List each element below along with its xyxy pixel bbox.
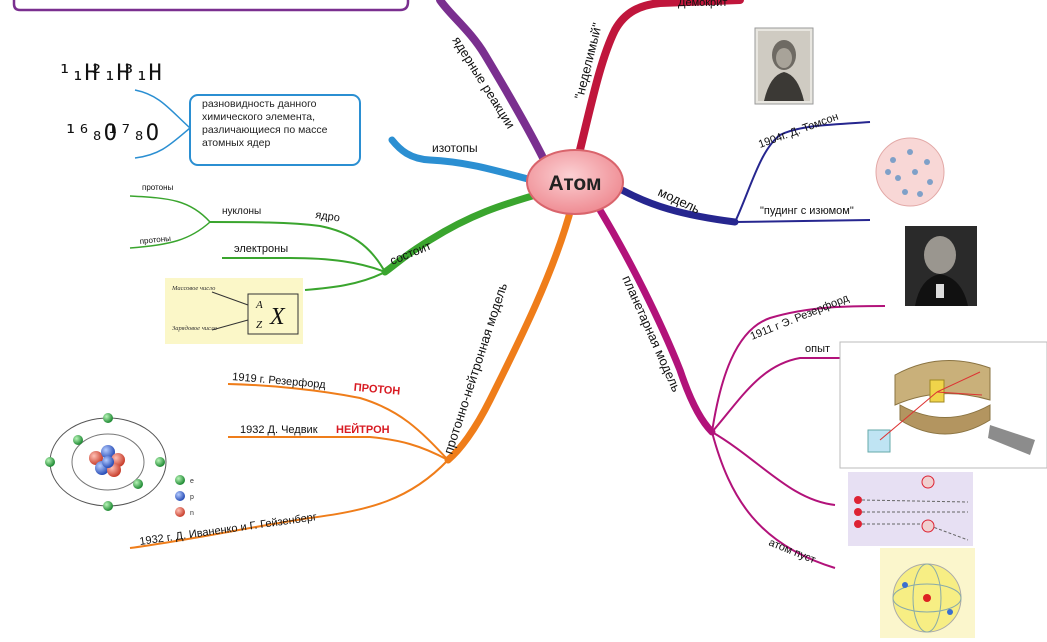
branch-pn-ivanenko: [129, 459, 449, 549]
label-democritus: Демокрит: [678, 0, 727, 9]
branch-isotopes-h: [134, 89, 191, 129]
center-node[interactable]: Атом: [526, 149, 624, 215]
branch-model-pudding: [734, 219, 871, 223]
atom-illustration: e p n: [45, 413, 194, 517]
label-isotopes: изотопы: [432, 141, 478, 155]
label-neutron-group: 1932 Д. Чедвик НЕЙТРОН: [240, 423, 390, 436]
label-planetary: планетарная модель: [619, 273, 684, 394]
label-empty-atom: атом пуст: [767, 537, 817, 567]
label-consists: состоит: [388, 238, 434, 267]
label-rutherford: 1911 г Э. Резерфорд: [749, 292, 852, 343]
branch-isotopes-o: [134, 127, 191, 159]
portrait-thomson: [754, 27, 814, 105]
notation-charge-label: Зарядовое число: [172, 325, 218, 332]
formula-o16: ¹⁶₈O: [64, 121, 117, 146]
notation-card: Массовое число Зарядовое число A Z X: [165, 278, 303, 344]
branch-planetary-scatter: [711, 431, 836, 506]
label-nucleons: нуклоны: [222, 206, 261, 217]
label-pudding: "пудинг с изюмом": [760, 205, 854, 217]
notation-mass-label: Массовое число: [171, 285, 216, 292]
label-neutron-word: НЕЙТРОН: [336, 423, 390, 436]
branch-pn-proton: [227, 383, 449, 461]
branch-consists-protons1: [129, 195, 211, 223]
label-electrons: электроны: [234, 243, 288, 255]
center-label: Атом: [549, 172, 602, 195]
pudding-illustration: [875, 137, 945, 207]
atom-legend-p: p: [190, 494, 194, 501]
label-proton-group: 1919 г. Резерфорд ПРОТОН: [232, 371, 401, 398]
atom-legend-n: n: [190, 510, 194, 517]
formula-h3: ³₁H: [122, 61, 162, 86]
formula-o17: ¹⁷₈O: [106, 121, 159, 146]
branch-isotopes: [388, 136, 536, 184]
experiment-illustration: [839, 341, 1047, 469]
label-thomson: 1904г. Д. Томсон: [757, 111, 840, 151]
top-box-edge: [12, 0, 410, 12]
formula-h2: ²₁H: [90, 61, 130, 86]
isotope-definition-text: разновидность данного химического элемен…: [202, 98, 328, 149]
label-experiment: опыт: [805, 343, 830, 355]
branch-pn-neutron: [228, 436, 449, 461]
branch-consists-electrons: [222, 257, 386, 273]
notation-x: X: [269, 304, 286, 330]
branch-consists: [381, 188, 550, 276]
notation-a: A: [255, 299, 263, 311]
scattering-illustration: [848, 472, 973, 546]
branch-model: [618, 186, 739, 226]
branch-planetary-experiment: [711, 357, 845, 433]
notation-z: Z: [256, 319, 263, 331]
branch-indivisible: [574, 0, 744, 162]
branch-protonneutron: [444, 201, 576, 464]
label-ivanenko: 1932 г. Д. Иваненко и Г. Гейзенберг: [139, 511, 318, 548]
isotope-definition-box: разновидность данного химического элемен…: [189, 94, 361, 166]
label-proton-line: 1919 г. Резерфорд: [232, 371, 327, 391]
label-neutron-line: 1932 Д. Чедвик: [240, 424, 318, 436]
formula-h1: ¹₁H: [58, 61, 98, 86]
branch-planetary-empty: [711, 431, 836, 569]
empty-atom-illustration: [880, 548, 975, 638]
branch-consists-nucleus: [209, 221, 386, 273]
branch-consists-notation: [304, 271, 386, 291]
portrait-rutherford: [905, 226, 977, 306]
branch-model-thomson: [734, 121, 871, 223]
branch-planetary-rutherford: [711, 305, 886, 433]
label-protons-2: протоны: [139, 234, 171, 246]
branch-planetary: [596, 206, 716, 436]
label-proton-word: ПРОТОН: [353, 382, 401, 398]
atom-legend-e: e: [190, 478, 194, 485]
isotope-formulas: ¹₁H ²₁H ³₁H ¹⁶₈O ¹⁷₈O: [58, 61, 162, 146]
label-nucleus: ядро: [315, 209, 341, 224]
branch-nuclear: [436, 0, 552, 172]
label-protons-1: протоны: [142, 183, 173, 192]
branch-consists-protons2: [129, 221, 211, 249]
